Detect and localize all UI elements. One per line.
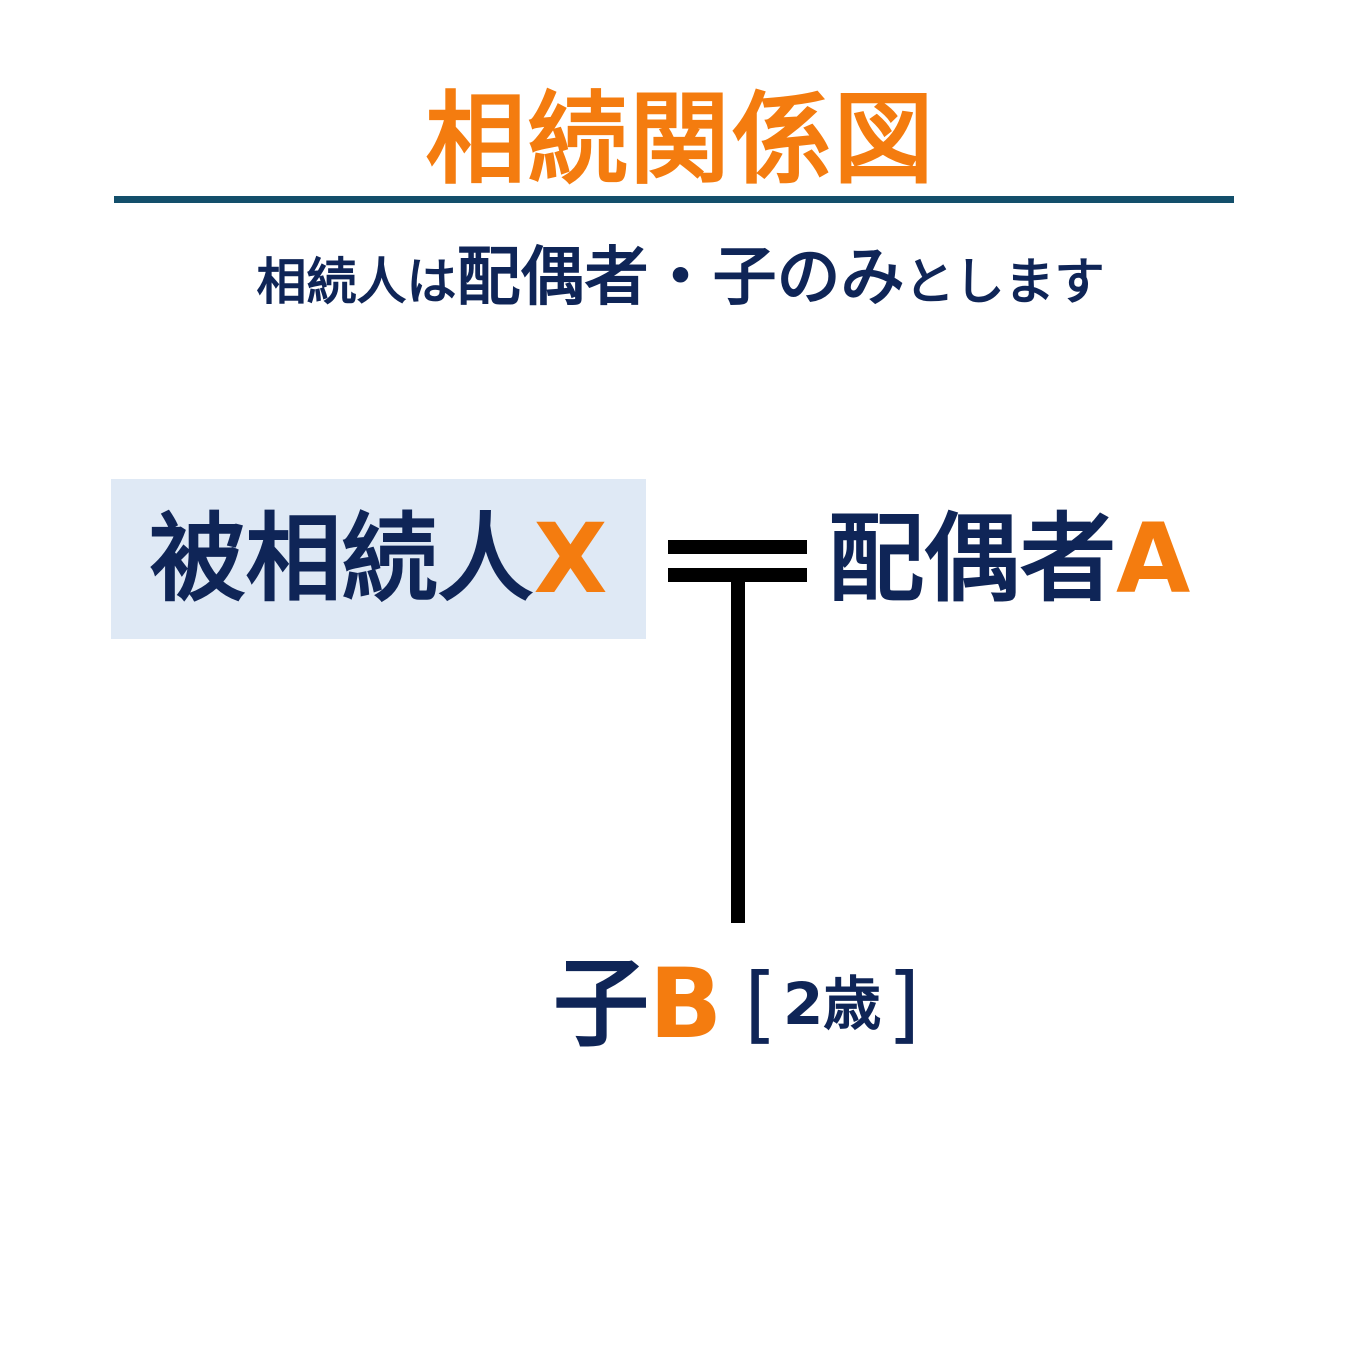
subtitle-part1: 相続人は: [256, 253, 457, 311]
decedent-label: 被相続人: [149, 503, 534, 615]
spouse-label: 配偶者: [828, 503, 1116, 615]
child-age-value: 2歳: [782, 970, 882, 1038]
child-age: [ 2歳 ]: [744, 962, 920, 1046]
descent-line: [731, 582, 745, 923]
subtitle-part3: とします: [904, 253, 1105, 311]
subtitle: 相続人は配偶者・子のみとします: [0, 238, 1361, 334]
subtitle-part2: 配偶者・子のみ: [456, 241, 905, 315]
age-bracket-open: [: [744, 955, 777, 1053]
marriage-line-bottom: [668, 568, 807, 582]
decedent-highlight-box: [111, 479, 646, 639]
age-bracket-close: ]: [887, 955, 921, 1053]
child-label: 子: [553, 948, 649, 1060]
decedent-letter: X: [533, 503, 608, 615]
diagram-title: 相続関係図: [425, 81, 936, 198]
spouse-letter: A: [1116, 503, 1191, 615]
title-underline: [114, 196, 1234, 203]
marriage-line-top: [668, 540, 807, 554]
child-letter: B: [649, 948, 723, 1060]
